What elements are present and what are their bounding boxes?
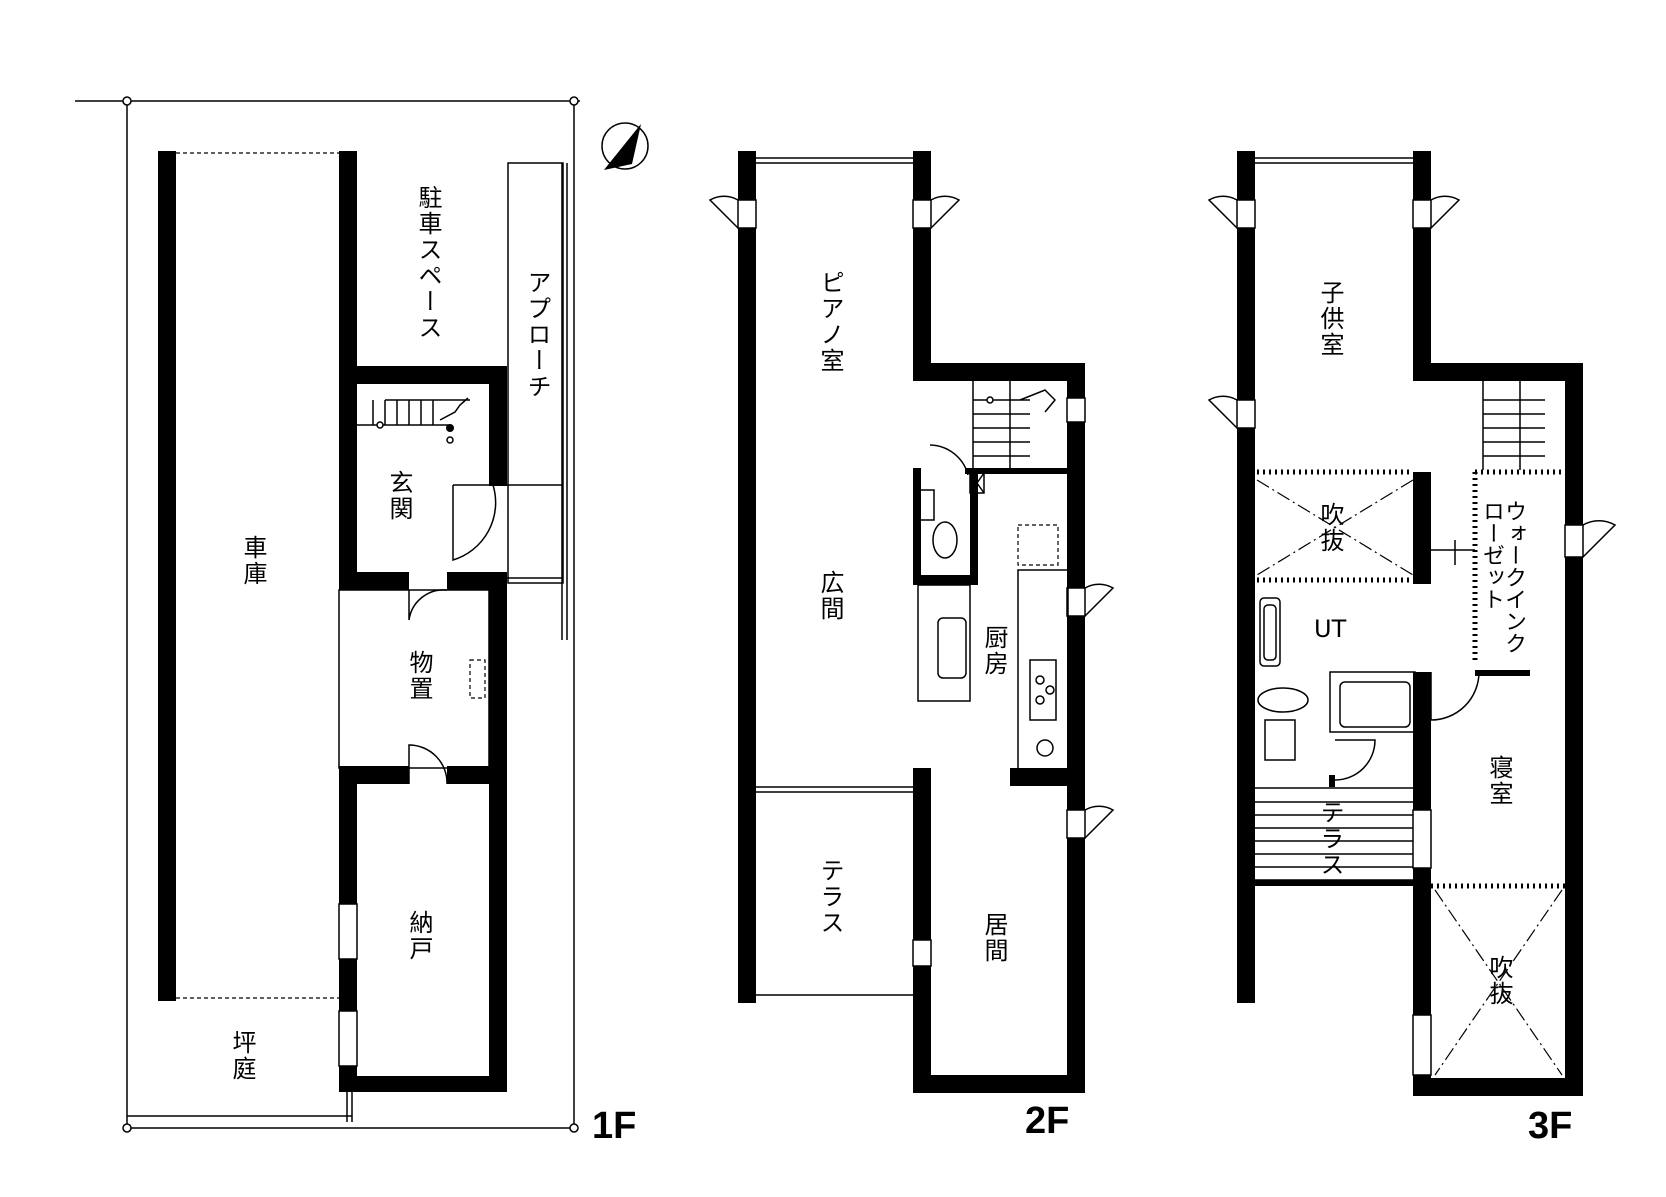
floor-1f-title: 1F: [592, 1105, 637, 1147]
floor-2f-title: 2F: [1025, 1100, 1070, 1142]
room-terrace-3f-label: テラス: [1316, 800, 1344, 878]
room-entrance-label: 玄関: [385, 470, 413, 522]
room-void1-label: 吹抜: [1316, 502, 1344, 554]
room-kitchen-label: 厨房: [980, 625, 1008, 677]
room-living-label: 居間: [980, 912, 1008, 964]
room-void2-label: 吹抜: [1485, 955, 1513, 1007]
room-bedroom-label: 寝室: [1485, 755, 1513, 807]
room-ut-label: UT: [1314, 615, 1347, 643]
room-terrace-2f-label: テラス: [816, 858, 844, 936]
room-piano-label: ピアノ室: [816, 270, 844, 374]
north-arrow-icon: [601, 122, 649, 170]
room-parking-label: 駐車スペース: [414, 185, 442, 341]
room-kids-label: 子供室: [1316, 280, 1344, 358]
room-hall-label: 広間: [816, 570, 844, 622]
room-approach-label: アプローチ: [523, 270, 551, 400]
room-storage-label: 物置: [405, 650, 433, 702]
room-wic-label: ウォークインクローゼット: [1479, 500, 1526, 654]
room-garage-label: 車庫: [239, 535, 267, 587]
floor-1f: [75, 96, 649, 1133]
room-garden-label: 坪庭: [228, 1030, 256, 1082]
floor-3f: [1207, 151, 1617, 1096]
floor-3f-title: 3F: [1528, 1105, 1573, 1147]
floor-2f: [708, 151, 1115, 1093]
room-closet-label: 納戸: [405, 910, 433, 962]
